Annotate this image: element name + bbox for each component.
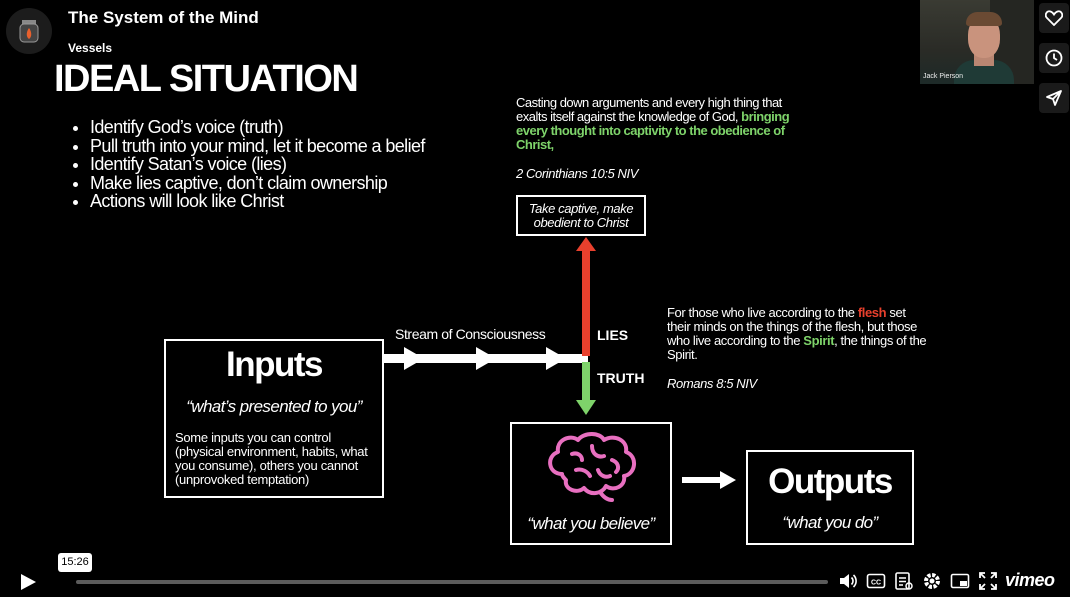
volume-icon[interactable] xyxy=(838,571,858,591)
outputs-subtitle: “what you do” xyxy=(782,513,878,532)
inputs-title: Inputs xyxy=(226,345,323,384)
progress-bar[interactable] xyxy=(76,580,828,584)
outputs-box: Outputs “what you do” xyxy=(746,450,914,545)
clock-icon xyxy=(1045,49,1063,67)
bullet-item: Identify God’s voice (truth) xyxy=(90,118,425,137)
bullet-item: Identify Satan’s voice (lies) xyxy=(90,155,425,174)
send-icon xyxy=(1046,90,1062,106)
inputs-box: Inputs “what’s presented to you” Some in… xyxy=(164,339,384,498)
like-button[interactable] xyxy=(1039,3,1069,33)
verse-text: set their minds on the things of the fle… xyxy=(667,305,917,348)
lies-label: LIES xyxy=(597,327,629,343)
captions-icon[interactable]: CC xyxy=(866,571,886,591)
slide-heading: IDEAL SITUATION xyxy=(54,58,359,100)
verse-text: For those who live according to the xyxy=(667,305,858,320)
channel-name[interactable]: Vessels xyxy=(68,41,113,55)
brain-icon xyxy=(548,432,636,502)
verse-reference: 2 Corinthians 10:5 NIV xyxy=(516,166,638,181)
flow-arrows xyxy=(384,237,596,415)
play-button[interactable] xyxy=(18,572,38,592)
verse-text: , the things of the Spirit. xyxy=(667,333,927,362)
bullet-list: Identify God’s voice (truth) Pull truth … xyxy=(72,118,425,211)
pip-icon[interactable] xyxy=(950,571,970,591)
bullet-item: Pull truth into your mind, let it become… xyxy=(90,136,425,156)
verse-corinthians: Casting down arguments and every high th… xyxy=(516,96,796,152)
verse-romans: For those who live according to the fles… xyxy=(667,306,927,362)
truth-label: TRUTH xyxy=(597,370,645,386)
verse-text: Casting down arguments and every high th… xyxy=(516,95,782,124)
channel-logo[interactable] xyxy=(6,8,52,54)
jar-icon xyxy=(19,20,39,43)
video-title[interactable]: The System of the Mind xyxy=(68,8,259,27)
settings-icon[interactable] xyxy=(922,571,942,591)
webcam-name: Jack Pierson xyxy=(923,73,964,80)
person-hair xyxy=(966,12,1002,26)
bullet-item: Make lies captive, don’t claim ownership xyxy=(90,173,425,193)
svg-text:CC: CC xyxy=(871,580,881,587)
captive-box: Take captive, make obedient to Christ xyxy=(516,195,646,236)
fullscreen-icon[interactable] xyxy=(978,571,998,591)
spirit-word: Spirit xyxy=(803,333,835,348)
inputs-subtitle: “what’s presented to you” xyxy=(186,397,362,416)
watch-later-button[interactable] xyxy=(1039,43,1069,73)
bullet-item: Actions will look like Christ xyxy=(90,192,425,211)
outputs-title: Outputs xyxy=(768,462,893,501)
stream-label: Stream of Consciousness xyxy=(395,326,546,342)
verse-reference: Romans 8:5 NIV xyxy=(667,376,757,391)
vimeo-logo[interactable]: vimeo xyxy=(1005,570,1055,590)
heart-icon xyxy=(1045,10,1063,26)
output-arrow xyxy=(682,471,736,489)
time-tooltip: 15:26 xyxy=(58,553,92,572)
transcript-icon[interactable] xyxy=(894,571,914,591)
flesh-word: flesh xyxy=(857,305,887,320)
belief-box: “what you believe” xyxy=(510,422,672,545)
webcam-overlay: Jack Pierson xyxy=(920,0,1034,84)
belief-caption: “what you believe” xyxy=(527,514,655,533)
inputs-note: Some inputs you can control (physical en… xyxy=(175,430,368,487)
verse-highlight: bringing every thought into captivity to… xyxy=(516,109,790,152)
share-button[interactable] xyxy=(1039,83,1069,113)
